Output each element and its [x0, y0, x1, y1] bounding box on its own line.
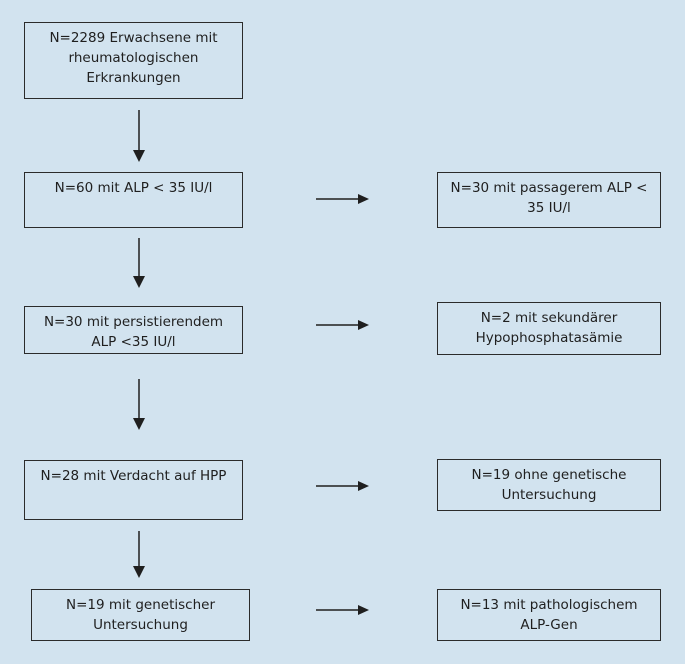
side-box-transient-alp: N=30 mit passagerem ALP < 35 IU/l — [437, 172, 661, 228]
step-box-persistent-alp: N=30 mit persistierendem ALP <35 IU/l — [24, 306, 243, 354]
arrow-right-3 — [316, 481, 369, 491]
side-box-secondary-hypophosphatasia: N=2 mit sekundärer Hypophosphatasämie — [437, 302, 661, 355]
arrow-right-4 — [316, 605, 369, 615]
step-box-alp-below-35: N=60 mit ALP < 35 IU/l — [24, 172, 243, 228]
arrow-down-4 — [133, 531, 145, 578]
arrow-right-2 — [316, 320, 369, 330]
arrow-down-3 — [133, 379, 145, 430]
step-box-total-adults: N=2289 Erwachsene mit rheumatologischen … — [24, 22, 243, 99]
arrow-right-1 — [316, 194, 369, 204]
arrow-down-2 — [133, 238, 145, 288]
step-box-genetic-testing: N=19 mit genetischer Untersuchung — [31, 589, 250, 641]
side-box-pathological-alp-gene: N=13 mit pathologischem ALP-Gen — [437, 589, 661, 641]
arrow-down-1 — [133, 110, 145, 162]
side-box-no-genetic-testing: N=19 ohne genetische Untersuchung — [437, 459, 661, 511]
step-box-suspected-hpp: N=28 mit Verdacht auf HPP — [24, 460, 243, 520]
